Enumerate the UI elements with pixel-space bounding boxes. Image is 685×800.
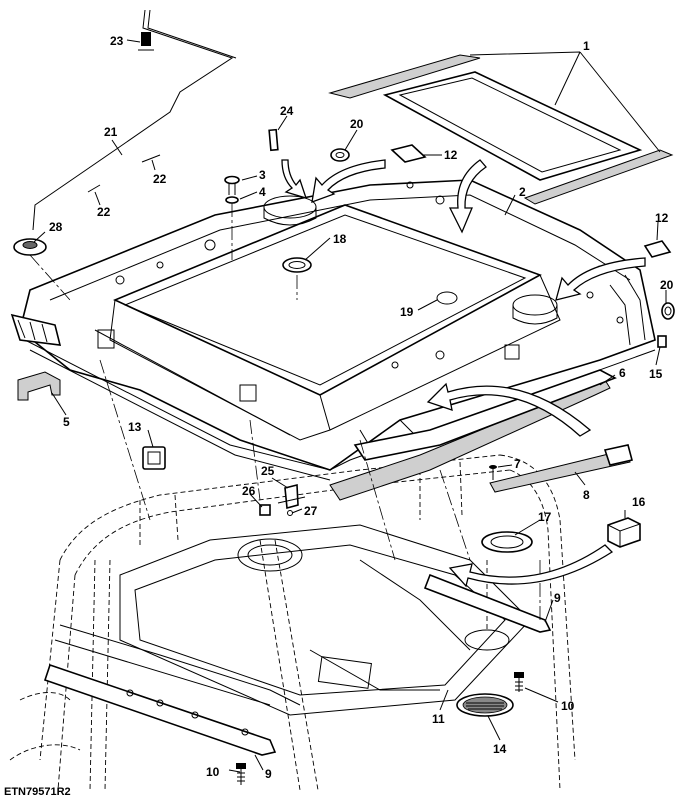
callout-10-bottom: 10 [206,765,220,779]
callout-26: 26 [242,484,256,498]
clip-15 [657,335,667,348]
callout-9-right: 9 [554,591,561,605]
figure-reference: ETN79571R2 [4,786,71,798]
callout-12-right: 12 [655,211,669,225]
callout-16: 16 [632,495,646,509]
assembly-arrows [281,159,646,588]
seal-5 [17,371,61,401]
grommet-20-right [661,302,675,320]
vent-ring-17 [481,531,533,553]
callout-9-bottom: 9 [265,767,272,781]
trim-strip-9-right [423,573,552,633]
speaker-opening [237,538,303,572]
washer-4 [225,196,239,204]
callout-14: 14 [493,742,507,756]
screw-7 [489,465,497,480]
block-16 [607,517,641,548]
leader-lines [33,39,667,773]
headliner-panel [119,524,531,716]
callout-3: 3 [259,168,266,182]
speaker-grille-14 [456,693,514,717]
pad-12-right [643,240,672,258]
callout-27: 27 [304,504,318,518]
callout-22-lower: 22 [97,205,111,219]
callout-labels: 1 2 3 4 5 6 7 8 9 9 10 10 11 12 12 13 14… [49,34,674,781]
pin-22-lower [87,184,101,193]
callout-12-left: 12 [444,148,458,162]
callout-19: 19 [400,305,414,319]
screw-10-right [514,672,524,692]
rod-21 [32,9,234,231]
callout-21: 21 [104,125,118,139]
nut-23 [138,32,154,51]
callout-25: 25 [261,464,275,478]
callout-20-right: 20 [660,278,674,292]
seal-strip-8 [489,449,631,493]
callout-1: 1 [583,39,590,53]
callout-20-left: 20 [350,117,364,131]
grommet-28 [13,238,47,256]
assembly-centerlines [29,254,541,620]
callout-7: 7 [514,457,521,471]
strip-8-backer [603,444,633,466]
callout-18: 18 [333,232,347,246]
callout-4: 4 [259,185,266,199]
trim-rail [353,369,617,461]
callout-11: 11 [432,712,445,726]
grommet-20-left [330,148,350,162]
screw-10-bottom [236,763,246,785]
callout-23: 23 [110,34,124,48]
lower-opening [464,560,510,651]
bolt-3 [224,175,240,195]
bracket-25 [277,483,306,510]
callout-8: 8 [583,488,590,502]
bezel-13 [142,446,166,470]
roof-assembly [10,179,656,481]
pad-12-left [390,144,427,163]
callout-22-upper: 22 [153,172,167,186]
pin-24 [268,128,279,152]
callout-5: 5 [63,415,70,429]
screw-27 [287,510,293,516]
callout-17: 17 [538,510,552,524]
callout-15: 15 [649,367,663,381]
callout-2: 2 [519,185,526,199]
pin-22-upper [141,154,161,163]
callout-13: 13 [128,420,142,434]
callout-6: 6 [619,366,626,380]
callout-24: 24 [280,104,294,118]
seal-set-1 [328,54,674,205]
front-trim-9 [43,663,277,756]
callout-28: 28 [49,220,63,234]
nut-26 [259,504,271,516]
callout-10-right: 10 [561,699,575,713]
front-trim-frame [54,624,301,706]
